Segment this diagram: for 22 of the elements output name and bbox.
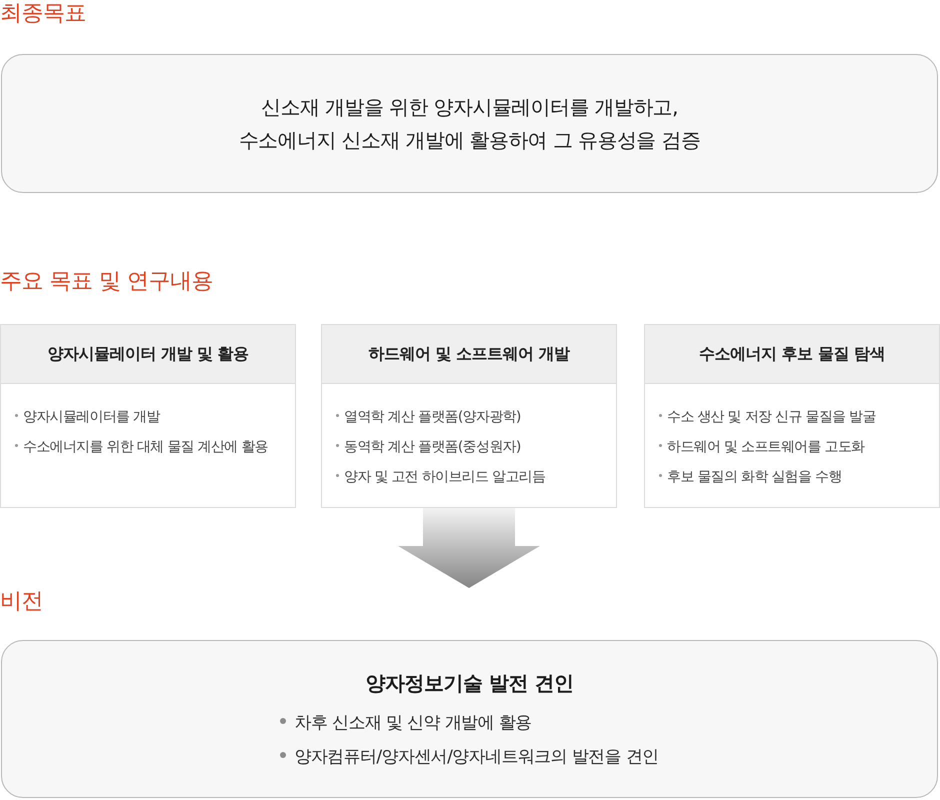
bullet-item: 하드웨어 및 소프트웨어를 고도화 bbox=[659, 432, 933, 462]
bullet-item: 차후 신소재 및 신약 개발에 활용 bbox=[280, 706, 659, 740]
card-header: 양자시뮬레이터 개발 및 활용 bbox=[1, 325, 295, 384]
research-card bbox=[321, 324, 617, 508]
bullet-item: 수소 생산 및 저장 신규 물질을 발굴 bbox=[659, 402, 933, 432]
section-heading: 최종목표 bbox=[0, 0, 86, 28]
section-heading: 주요 목표 및 연구내용 bbox=[0, 268, 213, 296]
block-arrow bbox=[398, 508, 540, 588]
bullet-item: 후보 물질의 화학 실험을 수행 bbox=[659, 462, 933, 492]
bullet-item: 수소에너지를 위한 대체 물질 계산에 활용 bbox=[15, 432, 289, 462]
bullet-item: 동역학 계산 플랫폼(중성원자) bbox=[336, 432, 610, 462]
goal-statement: 신소재 개발을 위한 양자시뮬레이터를 개발하고, 수소에너지 신소재 개발에 활용하여 그 유용성을 검증 bbox=[238, 94, 702, 154]
research-card bbox=[0, 324, 296, 508]
card-header: 수소에너지 후보 물질 탐색 bbox=[645, 325, 939, 384]
section-heading: 비전 bbox=[0, 588, 43, 616]
card-header: 하드웨어 및 소프트웨어 개발 bbox=[322, 325, 616, 384]
bullet-item: 양자컴퓨터/양자센서/양자네트워크의 발전을 견인 bbox=[280, 740, 659, 774]
research-card bbox=[644, 324, 940, 508]
bullet-item: 열역학 계산 플랫폼(양자광학) bbox=[336, 402, 610, 432]
vision-title: 양자정보기술 발전 견인 bbox=[366, 670, 574, 697]
bullet-item: 양자시뮬레이터를 개발 bbox=[15, 402, 289, 432]
bullet-item: 양자 및 고전 하이브리드 알고리듬 bbox=[336, 462, 610, 492]
